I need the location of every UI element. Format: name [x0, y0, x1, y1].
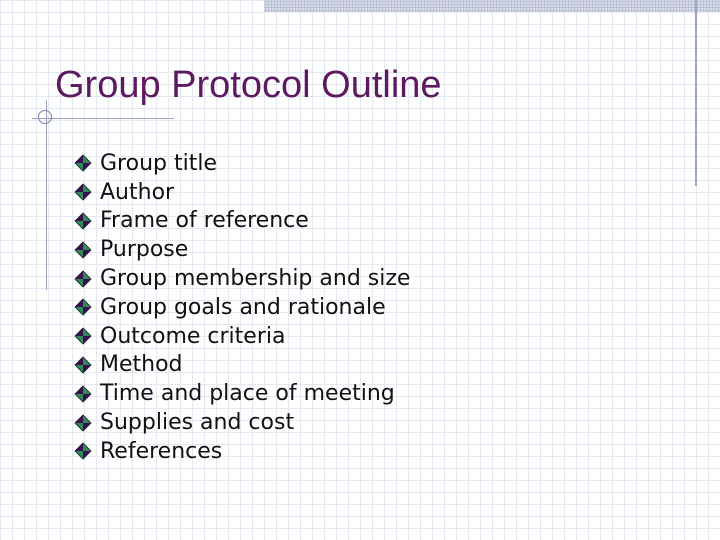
diamond-bullet-icon: [74, 327, 92, 345]
diamond-bullet-icon: [74, 413, 92, 432]
bullet-item: Purpose: [74, 235, 410, 264]
bullet-item-label: Group title: [100, 150, 217, 176]
bullet-item: References: [74, 437, 410, 466]
diamond-bullet-icon: [74, 270, 92, 288]
diamond-bullet-icon: [74, 356, 92, 374]
diamond-bullet-icon: [74, 385, 92, 403]
diamond-bullet-icon: [74, 298, 92, 316]
bullet-item: Supplies and cost: [74, 408, 410, 437]
bullet-item-label: Supplies and cost: [100, 410, 295, 436]
top-decorative-band: [264, 0, 720, 12]
bullet-item: Outcome criteria: [74, 322, 410, 351]
bullet-item-label: Frame of reference: [100, 208, 309, 234]
bullet-item-label: Author: [100, 179, 175, 205]
bullet-item-label: Outcome criteria: [100, 323, 286, 349]
left-decorative-rule: [46, 100, 47, 290]
diamond-bullet-icon: [74, 241, 92, 259]
diamond-bullet-icon: [74, 154, 92, 172]
bullet-item: Frame of reference: [74, 207, 410, 236]
slide-title: Group Protocol Outline: [55, 64, 442, 106]
crosshair-circle-icon: [38, 110, 52, 124]
bullet-item: Group goals and rationale: [74, 293, 410, 322]
bullet-item: Method: [74, 351, 410, 380]
diamond-bullet-icon: [74, 442, 92, 460]
diamond-bullet-icon: [74, 212, 92, 230]
bullet-item: Time and place of meeting: [74, 379, 410, 408]
bullet-item-label: Method: [100, 352, 183, 378]
bullet-item: Group title: [74, 149, 410, 178]
title-underline-rule: [32, 118, 174, 119]
bullet-item: Group membership and size: [74, 264, 410, 293]
bullet-item-label: Group goals and rationale: [100, 294, 386, 320]
bullet-item-label: References: [100, 438, 223, 464]
bullet-item-label: Time and place of meeting: [100, 381, 395, 407]
bullet-item: Author: [74, 178, 410, 207]
bullet-item-label: Group membership and size: [100, 266, 411, 292]
bullet-item-label: Purpose: [100, 237, 189, 263]
right-decorative-rule: [695, 0, 697, 186]
diamond-bullet-icon: [74, 183, 92, 201]
